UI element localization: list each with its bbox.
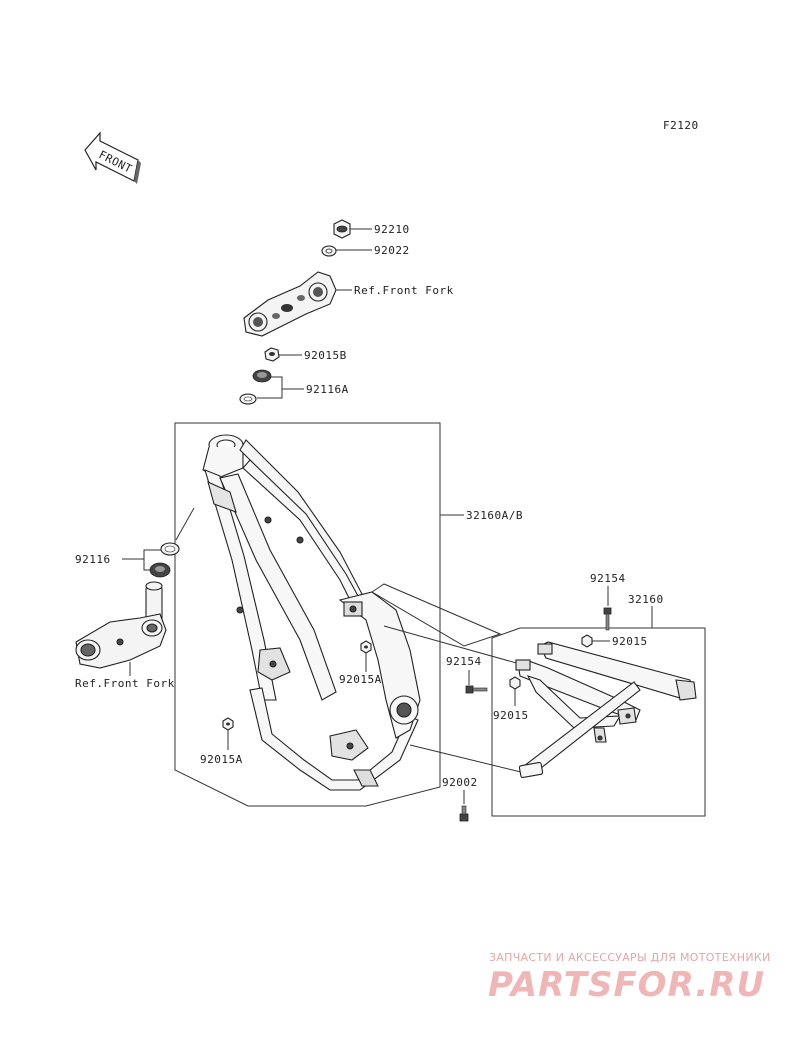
bolt-92154-mid-icon (465, 685, 488, 694)
upper-triple-clamp-icon (243, 271, 337, 337)
watermark-logo: PARTSFOR.RU (488, 965, 765, 1005)
subframe-icon (515, 641, 697, 779)
bolt-92002-icon (459, 805, 469, 822)
label-92002: 92002 (442, 776, 478, 789)
label-92015b: 92015B (304, 349, 347, 362)
subframe-callout-bracket (491, 627, 706, 817)
label-92015-top: 92015 (612, 635, 648, 648)
label-92015-mid: 92015 (493, 709, 529, 722)
label-92015a-center: 92015A (339, 673, 382, 686)
label-92116a: 92116A (306, 383, 349, 396)
nut-92015-top-icon (581, 634, 593, 648)
front-arrow-icon: FRONT (84, 131, 141, 184)
nut-92015b-icon (264, 347, 280, 362)
main-frame-icon (202, 434, 421, 791)
label-32160: 32160 (628, 593, 664, 606)
label-32160ab: 32160A/B (466, 509, 523, 522)
bolt-92154-top-icon (603, 607, 612, 631)
nut-92210-icon (333, 219, 351, 239)
label-92015a-bottom: 92015A (200, 753, 243, 766)
nut-92015a-bottom-icon (222, 717, 234, 731)
frame-callout-bracket (174, 422, 441, 807)
ref-front-fork-top: Ref.Front Fork (354, 284, 454, 297)
label-92154-top: 92154 (590, 572, 626, 585)
watermark-caption: ЗАПЧАСТИ И АКСЕССУАРЫ ДЛЯ МОТОТЕХНИКИ (489, 951, 771, 964)
label-92022: 92022 (374, 244, 410, 257)
lower-triple-clamp-icon (75, 581, 167, 669)
bearing-92116-icon (149, 542, 180, 578)
label-92210: 92210 (374, 223, 410, 236)
subframe-connector-upper (371, 583, 502, 647)
label-92116: 92116 (75, 553, 111, 566)
label-92154-mid: 92154 (446, 655, 482, 668)
washer-92022-icon (321, 245, 337, 257)
bearing-92116a-icon (239, 369, 272, 405)
ref-front-fork-bottom: Ref.Front Fork (75, 677, 175, 690)
nut-92015a-center-icon (360, 640, 372, 654)
nut-92015-mid-icon (509, 676, 521, 690)
figure-code: F2120 (663, 119, 699, 132)
